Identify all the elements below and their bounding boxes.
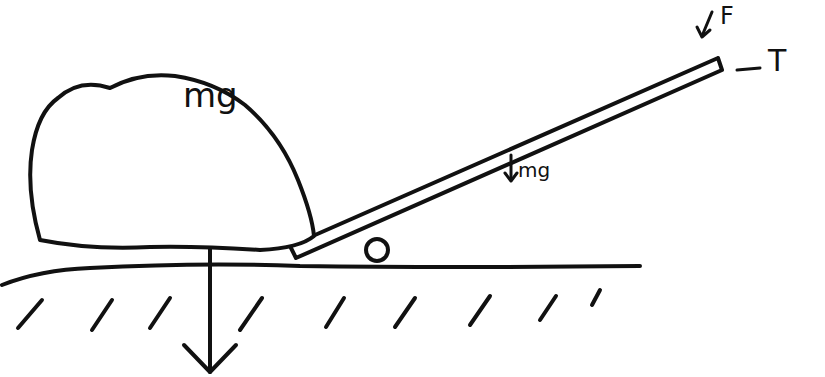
rock-shape: mg — [20, 60, 330, 260]
t-label: T — [768, 46, 786, 76]
force-label: F — [720, 4, 734, 28]
plank-weight-arrow — [510, 155, 513, 180]
lever-plank — [290, 58, 722, 258]
fulcrum — [366, 239, 388, 261]
rock-outline — [20, 60, 330, 260]
leader-dash — [737, 68, 760, 70]
rock-outline-path — [30, 75, 314, 250]
arrow-head — [505, 173, 517, 181]
weight-label: mg — [183, 78, 238, 112]
ground-line — [2, 264, 640, 285]
ground-hatching — [18, 290, 600, 330]
plank-weight-label: mg — [518, 160, 550, 180]
arrow-head — [697, 27, 710, 37]
arrow-head — [184, 345, 236, 372]
